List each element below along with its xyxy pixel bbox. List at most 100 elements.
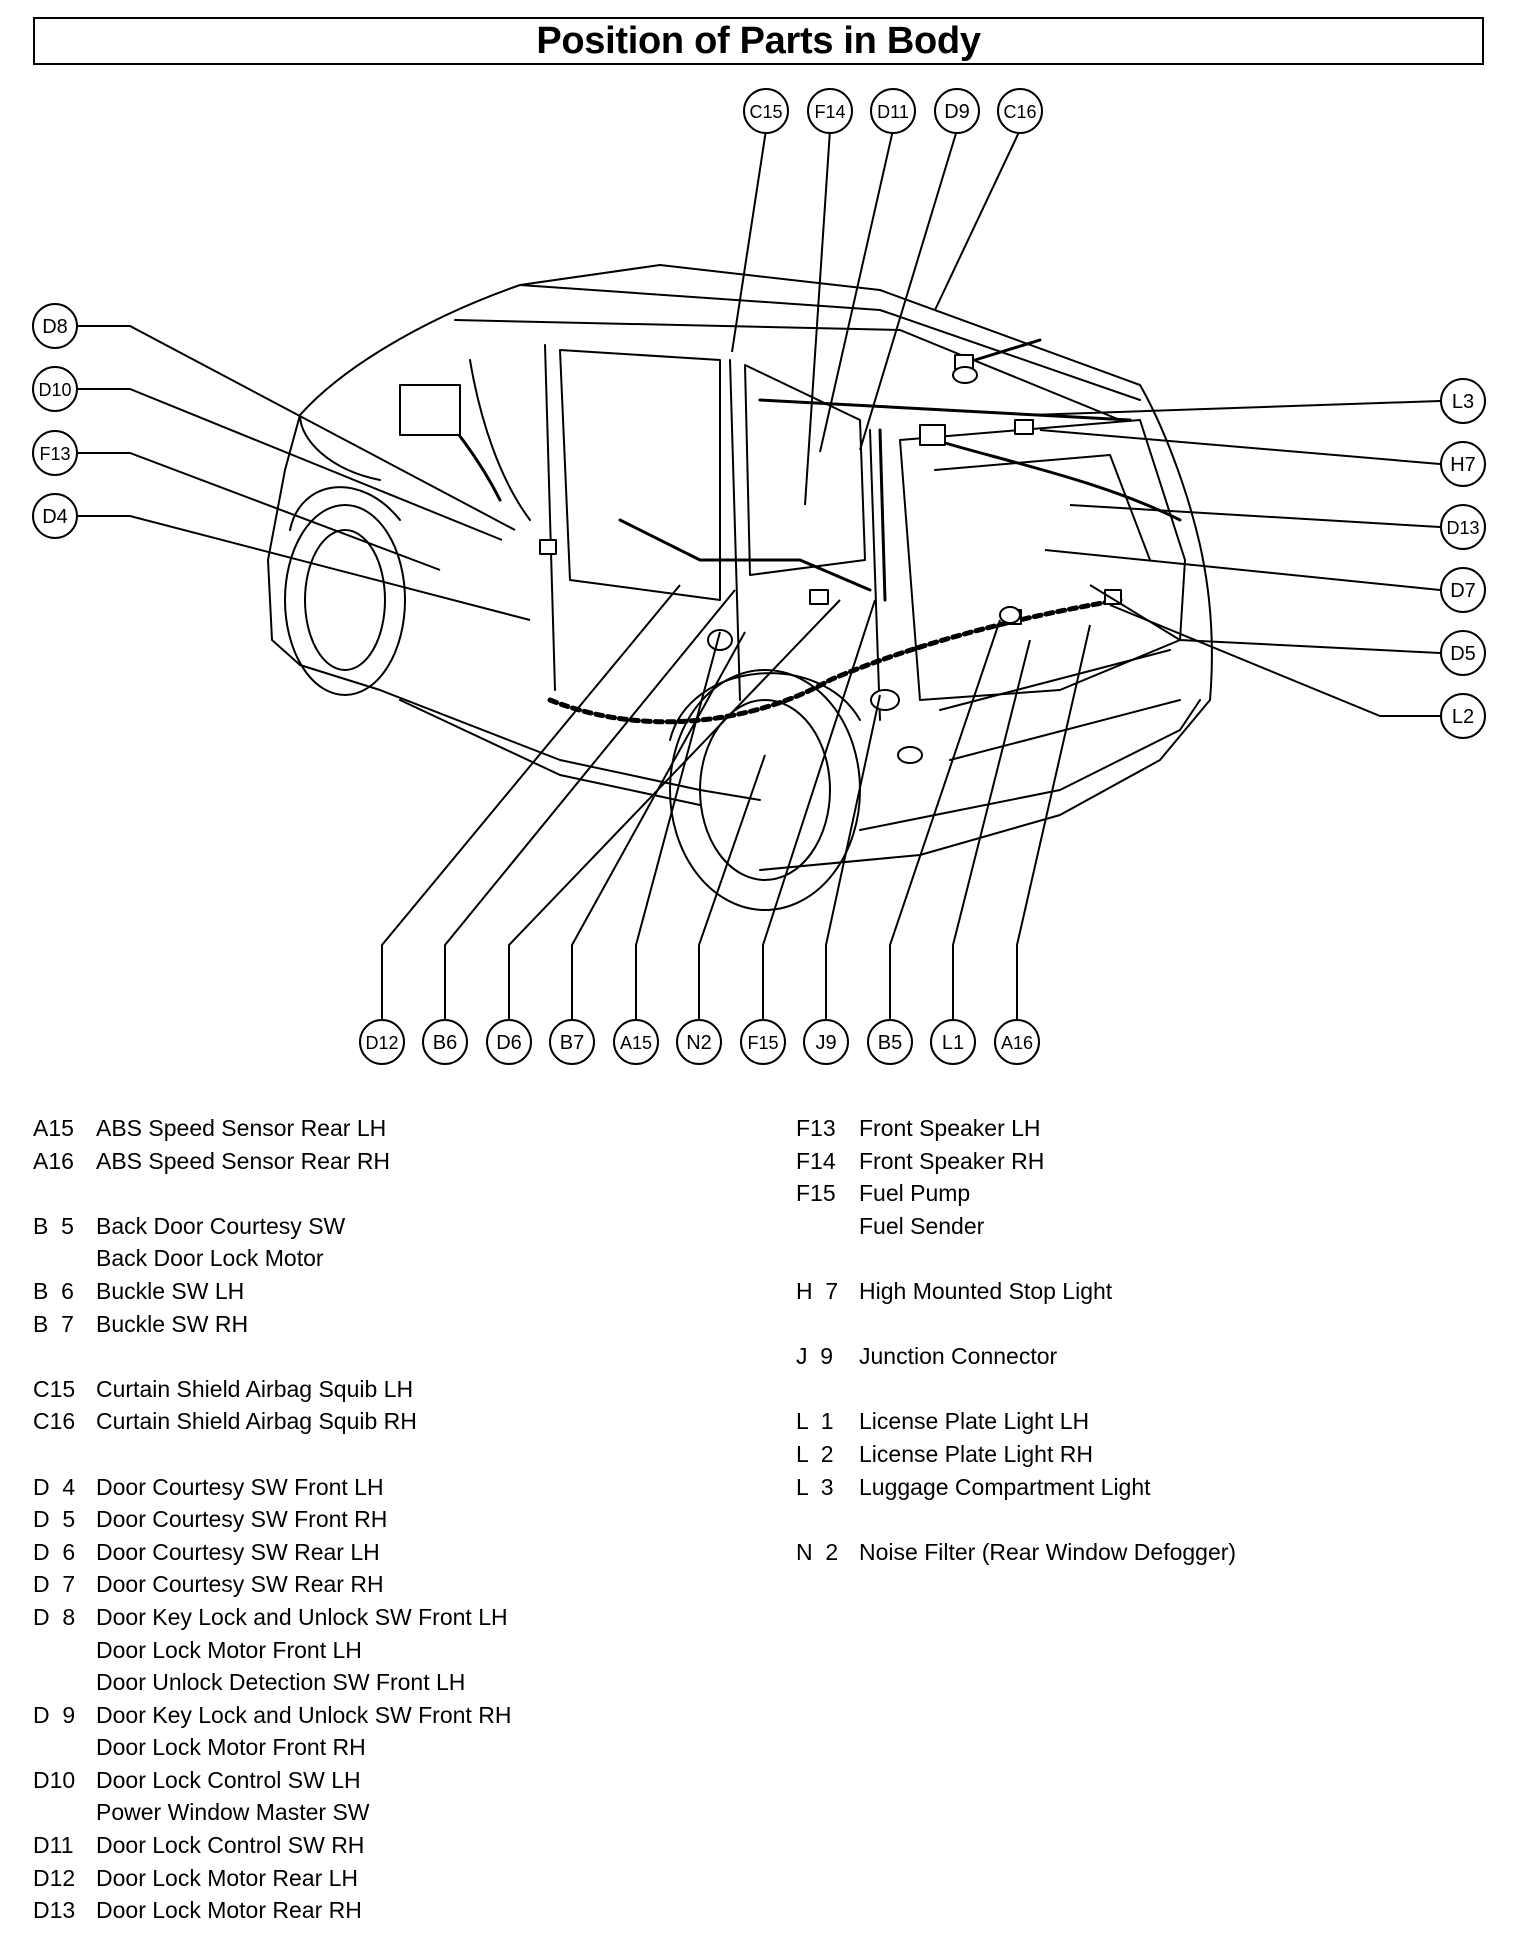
legend-entry: L 3 Luggage Compartment Light <box>796 1471 1486 1504</box>
legend-description: Buckle SW RH <box>96 1310 249 1337</box>
legend-code: H 7 <box>796 1277 839 1304</box>
callout-circle-l2 <box>1440 693 1486 739</box>
callout-label-l1: L1 <box>942 1032 964 1054</box>
callout-label-a16: A16 <box>1001 1033 1033 1053</box>
legend-spacer <box>33 1177 753 1210</box>
legend-description: Junction Connector <box>859 1343 1058 1370</box>
callout-circle-b7 <box>549 1019 595 1065</box>
callout-label-c15: C15 <box>749 102 782 122</box>
legend-code: L 3 <box>796 1473 834 1500</box>
callout-circle-c16 <box>997 88 1043 134</box>
legend-spacer <box>33 1438 753 1471</box>
callout-label-b7: B7 <box>560 1032 584 1054</box>
callout-circle-l1 <box>930 1019 976 1065</box>
callout-label-b6: B6 <box>433 1032 457 1054</box>
callout-circle-d4 <box>32 493 78 539</box>
callout-circle-j9 <box>803 1019 849 1065</box>
legend-entry: D12 Door Lock Motor Rear LH <box>33 1862 753 1895</box>
legend-description: Door Key Lock and Unlock SW Front LH <box>96 1603 508 1630</box>
callout-label-d12: D12 <box>365 1033 398 1053</box>
legend-description: Noise Filter (Rear Window Defogger) <box>859 1538 1237 1565</box>
callout-label-b5: B5 <box>878 1032 902 1054</box>
legend-description: Back Door Courtesy SW <box>96 1212 346 1239</box>
legend-code: A16 <box>33 1147 74 1174</box>
callout-label-f14: F14 <box>814 102 845 122</box>
legend-spacer <box>796 1503 1486 1536</box>
callout-circle-f15 <box>740 1019 786 1065</box>
legend-code: D 9 <box>33 1701 76 1728</box>
callout-label-l3: L3 <box>1452 391 1474 413</box>
callout-label-f15: F15 <box>747 1033 778 1053</box>
legend-description: Door Key Lock and Unlock SW Front RH <box>96 1701 512 1728</box>
callout-circle-d5 <box>1440 630 1486 676</box>
legend-entry: D 9 Door Key Lock and Unlock SW Front RH D… <box>33 1699 753 1764</box>
legend-description: Front Speaker LH <box>859 1115 1041 1141</box>
legend-description: Door Courtesy SW Rear LH <box>96 1538 380 1565</box>
legend-code: J 9 <box>796 1343 834 1370</box>
legend-description: Luggage Compartment Light <box>859 1473 1151 1500</box>
callout-label-f13: F13 <box>39 444 70 464</box>
legend-description: Fuel Sender <box>859 1212 985 1239</box>
legend-description: Door Courtesy SW Rear RH <box>96 1571 384 1598</box>
parts-legend-left: A15 ABS Speed Sensor Rear LH A16 ABS Speed … <box>33 1112 753 1927</box>
callout-circle-f14 <box>807 88 853 134</box>
legend-code: L 1 <box>796 1408 834 1435</box>
legend-description: Door Lock Motor Front RH <box>96 1734 366 1761</box>
legend-code: A15 <box>33 1115 74 1141</box>
callout-circle-d13 <box>1440 504 1486 550</box>
callout-circle-l3 <box>1440 378 1486 424</box>
legend-entry: J 9 Junction Connector <box>796 1340 1486 1373</box>
legend-spacer <box>796 1308 1486 1341</box>
legend-code: D11 <box>33 1832 74 1859</box>
callout-circle-a16 <box>994 1019 1040 1065</box>
callout-circle-d8 <box>32 303 78 349</box>
callout-circle-c15 <box>743 88 789 134</box>
legend-description: Door Lock Motor Rear LH <box>96 1864 359 1891</box>
callout-label-h7: H7 <box>1450 454 1476 476</box>
callout-circle-b6 <box>422 1019 468 1065</box>
callout-label-d7: D7 <box>1450 580 1476 602</box>
legend-spacer <box>33 1340 753 1373</box>
legend-description: Door Courtesy SW Front LH <box>96 1473 384 1500</box>
legend-code: B 6 <box>33 1277 74 1304</box>
legend-code: F15 <box>796 1180 836 1207</box>
legend-description: License Plate Light RH <box>859 1440 1093 1467</box>
legend-code: D 7 <box>33 1571 76 1598</box>
callout-circle-d11 <box>870 88 916 134</box>
legend-description: Curtain Shield Airbag Squib RH <box>96 1408 417 1435</box>
legend-code: F14 <box>796 1147 836 1174</box>
callout-circle-d9 <box>934 88 980 134</box>
legend-description: Door Courtesy SW Front RH <box>96 1506 388 1533</box>
legend-description: ABS Speed Sensor Rear RH <box>96 1147 391 1174</box>
callout-circle-a15 <box>613 1019 659 1065</box>
legend-description: ABS Speed Sensor Rear LH <box>96 1115 387 1141</box>
callout-label-d9: D9 <box>944 101 970 123</box>
callout-label-d10: D10 <box>38 380 71 400</box>
legend-description: Buckle SW LH <box>96 1277 245 1304</box>
legend-description: Door Lock Motor Front LH <box>96 1636 362 1663</box>
vehicle-body-illustration <box>267 264 1213 911</box>
legend-code: C16 <box>33 1408 76 1435</box>
callout-label-l2: L2 <box>1452 706 1474 728</box>
callout-label-d11: D11 <box>877 102 909 122</box>
legend-code: D10 <box>33 1766 76 1793</box>
page-title: Position of Parts in Body <box>33 17 1484 65</box>
legend-code: D12 <box>33 1864 76 1891</box>
legend-spacer <box>796 1242 1486 1275</box>
legend-description: Door Unlock Detection SW Front LH <box>96 1669 466 1696</box>
legend-code: C15 <box>33 1375 76 1402</box>
legend-entry: D 7 Door Courtesy SW Rear RH <box>33 1568 753 1601</box>
callout-circle-d10 <box>32 366 78 412</box>
